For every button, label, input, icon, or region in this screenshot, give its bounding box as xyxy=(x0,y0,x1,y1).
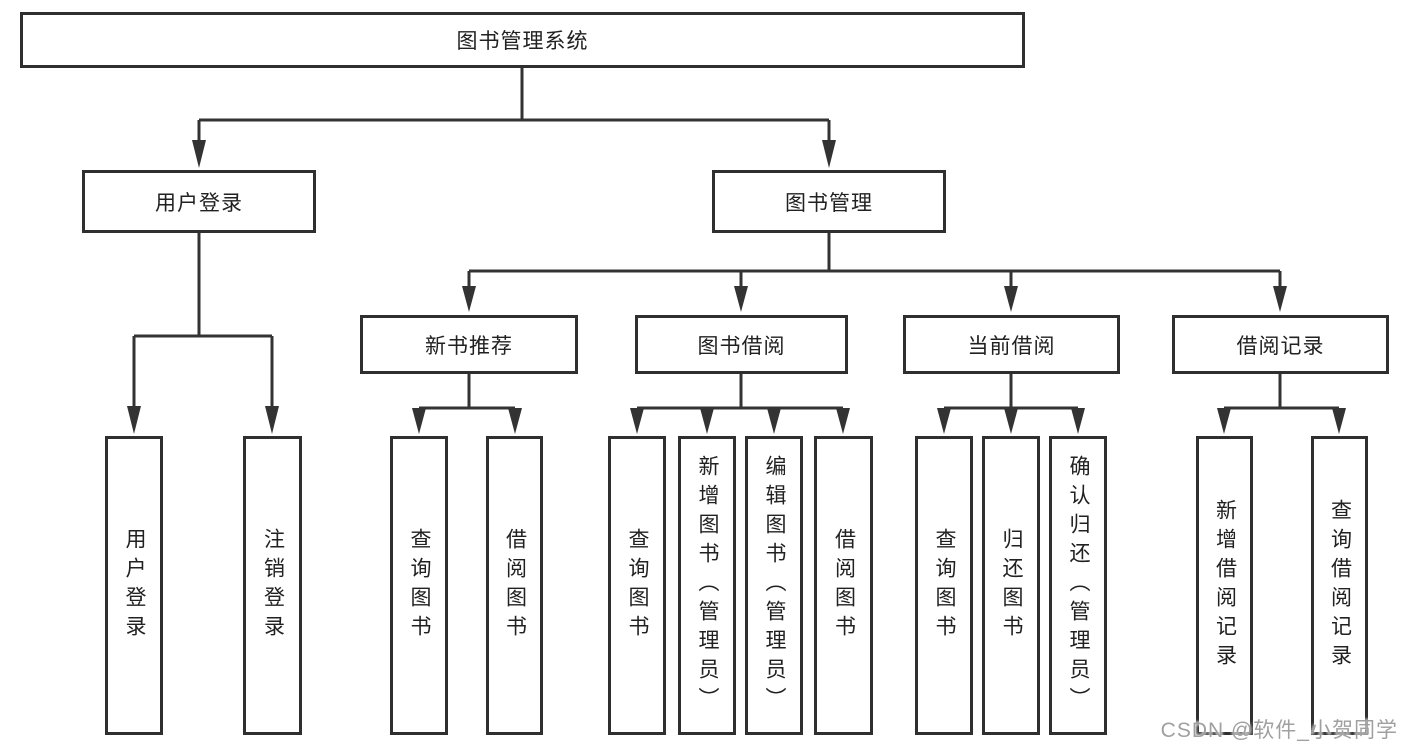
node-new-book-recommend: 新书推荐 xyxy=(360,315,578,374)
leaf-edit-book-admin: 编辑图书（管理员） xyxy=(745,436,803,735)
leaf-confirm-return-admin-label: 确认归还（管理员） xyxy=(1067,455,1091,716)
leaf-logout-label: 注销登录 xyxy=(261,527,285,644)
leaf-borrow-books-recommend: 借阅图书 xyxy=(486,436,543,735)
leaf-user-login-label: 用户登录 xyxy=(123,527,147,644)
leaf-add-borrow-record: 新增借阅记录 xyxy=(1196,436,1253,735)
leaf-query-borrow-record-label: 查询借阅记录 xyxy=(1328,498,1352,673)
leaf-query-books-recommend: 查询图书 xyxy=(390,436,448,735)
leaf-query-books-current-label: 查询图书 xyxy=(933,527,957,644)
leaf-return-book-label: 归还图书 xyxy=(1000,527,1024,644)
leaf-query-books-current: 查询图书 xyxy=(915,436,973,735)
watermark: CSDN @软件_小贺同学 xyxy=(1160,719,1398,742)
leaf-query-books-recommend-label: 查询图书 xyxy=(408,527,432,644)
leaf-borrow-books-borrow: 借阅图书 xyxy=(814,436,873,735)
leaf-add-borrow-record-label: 新增借阅记录 xyxy=(1213,498,1237,673)
leaf-add-book-admin: 新增图书（管理员） xyxy=(678,436,736,735)
node-current-borrow: 当前借阅 xyxy=(903,315,1120,374)
node-root: 图书管理系统 xyxy=(20,12,1025,68)
leaf-logout: 注销登录 xyxy=(243,436,302,735)
leaf-query-books-borrow-label: 查询图书 xyxy=(626,527,650,644)
node-book-management: 图书管理 xyxy=(712,170,946,233)
leaf-borrow-books-borrow-label: 借阅图书 xyxy=(832,527,856,644)
leaf-borrow-books-recommend-label: 借阅图书 xyxy=(503,527,527,644)
leaf-add-book-admin-label: 新增图书（管理员） xyxy=(696,455,720,716)
node-book-borrow: 图书借阅 xyxy=(635,315,848,374)
leaf-confirm-return-admin: 确认归还（管理员） xyxy=(1049,436,1107,735)
leaf-user-login: 用户登录 xyxy=(105,436,163,735)
node-borrow-records: 借阅记录 xyxy=(1172,315,1389,374)
leaf-query-books-borrow: 查询图书 xyxy=(608,436,666,735)
leaf-query-borrow-record: 查询借阅记录 xyxy=(1311,436,1368,735)
leaf-edit-book-admin-label: 编辑图书（管理员） xyxy=(763,455,787,716)
node-user-login: 用户登录 xyxy=(82,170,316,233)
leaf-return-book: 归还图书 xyxy=(982,436,1040,735)
